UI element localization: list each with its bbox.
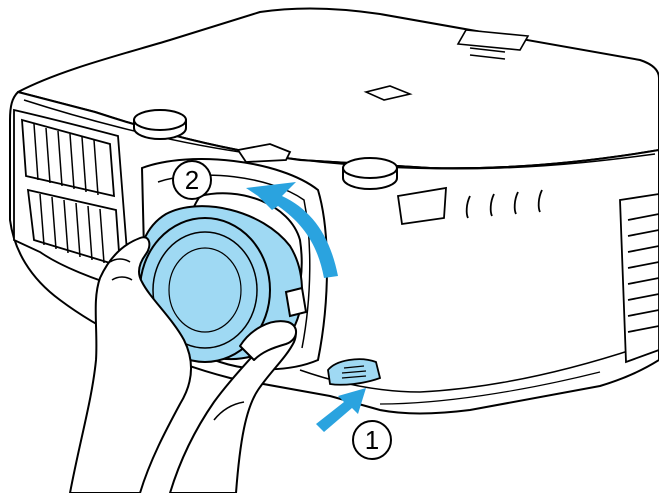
step-1-marker: 1 <box>352 420 392 460</box>
status-window <box>396 186 447 226</box>
knob-right-top <box>342 157 398 179</box>
indicator-2 <box>489 193 495 217</box>
top-vents <box>363 29 530 101</box>
step-1-number: 1 <box>365 425 379 455</box>
top-vent-diamond <box>363 85 413 101</box>
right-vent-frame <box>619 193 659 364</box>
grille-slats <box>33 123 105 264</box>
indicator-3 <box>513 191 519 215</box>
lens-tab <box>284 286 308 318</box>
left-hand-finger-2 <box>111 276 133 281</box>
step-1-circle <box>352 420 392 460</box>
right-hand-crease <box>213 401 245 421</box>
front-bottom-edge-2 <box>379 371 601 405</box>
indicator-1 <box>465 195 471 219</box>
hands <box>69 236 297 493</box>
left-hand-finger-1 <box>109 258 131 263</box>
knob-left-top <box>133 109 187 131</box>
indicator-4 <box>537 189 543 213</box>
push-arrow <box>316 388 366 432</box>
lens-shift-bracket <box>236 143 292 163</box>
lens-glass-inner <box>168 247 242 333</box>
knob-right <box>342 157 398 190</box>
knob-left <box>133 109 187 140</box>
grille-upper <box>21 118 115 198</box>
step-2-circle <box>172 160 212 200</box>
right-thumb <box>239 320 297 361</box>
top-vent-slot-2 <box>469 54 506 60</box>
top-vent-slot <box>469 47 506 53</box>
left-hand <box>69 236 192 493</box>
right-vents <box>619 193 659 364</box>
step-2-number: 2 <box>185 165 199 195</box>
top-vent-plate <box>456 29 530 51</box>
left-grille <box>13 108 131 292</box>
step-2-marker: 2 <box>172 160 212 200</box>
status-panel <box>396 186 543 226</box>
rotate-arrow <box>246 182 338 278</box>
lens-release-button <box>327 358 382 386</box>
